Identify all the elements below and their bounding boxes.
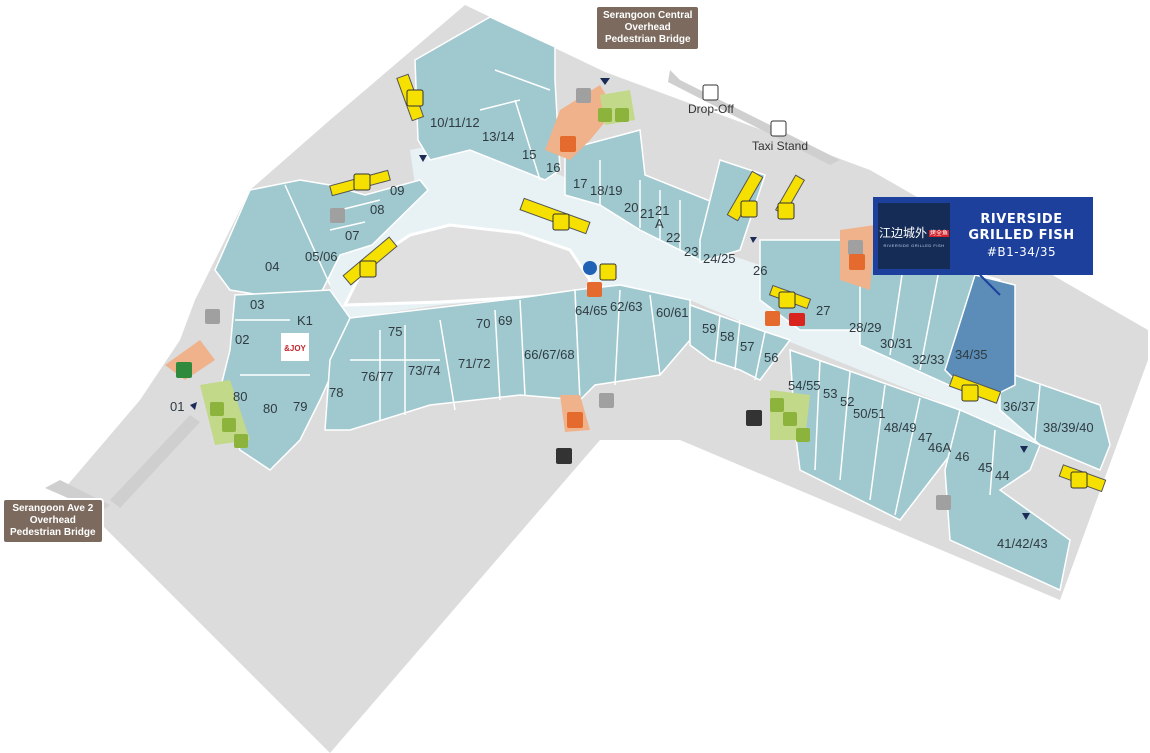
unit-label: 02 [235,332,249,347]
logo-badge: 烤全鱼 [929,230,950,237]
taxi-icon [770,120,787,137]
store-name-line1: RIVERSIDE [980,212,1063,227]
store-unit-number: #B1-34/35 [986,245,1057,259]
unit-label: 46 [955,449,969,464]
unit-label: 17 [573,176,587,191]
drop-off-label: Drop-Off [688,102,734,116]
unit-label: 27 [816,303,830,318]
callout-line: Overhead [624,22,671,33]
unit-label: 66/67/68 [524,347,575,362]
callout-line: Pedestrian Bridge [10,527,96,538]
unit-label: 64/65 [575,303,608,318]
unit-label: 60/61 [656,305,689,320]
unit-label: 54/55 [788,378,821,393]
escalator-icons [353,89,1088,489]
unit-label: 56 [764,350,778,365]
unit-label: 23 [684,244,698,259]
atm-icons [583,261,805,326]
unit-label: 62/63 [610,299,643,314]
unit-label: 47 [918,430,932,445]
unit-label: 18/19 [590,183,623,198]
unit-label: 10/11/12 [430,115,480,130]
unit-label: 59 [702,321,716,336]
unit-label: 79 [293,399,307,414]
serangoon-ave2-bridge-callout: Serangoon Ave 2 Overhead Pedestrian Brid… [4,500,102,542]
unit-label: 45 [978,460,992,475]
drop-off-icon [702,84,719,101]
taxi-stand-label: Taxi Stand [752,139,809,153]
unit-label: 05/06 [305,249,338,264]
callout-pointer [979,274,1001,296]
logo-chinese-name: 江边城外烤全鱼 [878,224,950,241]
unit-label: 52 [840,394,854,409]
unit-label: 41/42/43 [997,536,1048,551]
unit-label: 26 [753,263,767,278]
unit-label: 22 [666,230,680,245]
unit-label: 32/33 [912,352,945,367]
unit-label: 58 [720,329,734,344]
unit-label: 70 [476,316,490,331]
logo-english-name: RIVERSIDE GRILLED FISH [883,243,945,248]
unit-label: 38/39/40 [1043,420,1094,435]
entrance-arrows [190,78,1030,520]
unit-label: 04 [265,259,279,274]
exit-icon [176,362,192,378]
unit-label: 28/29 [849,320,882,335]
unit-label: 53 [823,386,837,401]
unit-label: 24/25 [703,251,736,266]
callout-line: Pedestrian Bridge [604,34,691,45]
serangoon-central-bridge-callout: Serangoon Central Overhead Pedestrian Br… [597,7,699,49]
main-corridor [320,140,1040,445]
unit-label: 30/31 [880,336,913,351]
unit-label: 71/72 [458,356,491,371]
unit-label: 16 [546,160,560,175]
unit-label: 07 [345,228,359,243]
unit-label: 80 [263,401,277,416]
carpark-lift-icons [556,410,762,464]
logo-cn-text: 江边城外 [878,226,927,240]
toilet-icons [210,108,810,448]
store-highlight-text: RIVERSIDE GRILLED FISH #B1-34/35 [950,212,1093,260]
unit-label: 46A [928,440,951,455]
store-highlight-panel[interactable]: 江边城外烤全鱼 RIVERSIDE GRILLED FISH RIVERSIDE… [873,197,1093,275]
unit-label: 50/51 [853,406,886,421]
unit-label: 73/74 [408,363,441,378]
unit-label: 20 [624,200,638,215]
unit-label: 03 [250,297,264,312]
unit-label: 69 [498,313,512,328]
unit-label: 09 [390,183,404,198]
unit-label: 78 [329,385,343,400]
callout-line: Overhead [29,515,76,526]
unit-label: 75 [388,324,402,339]
unit-label: 80 [233,389,247,404]
callout-line: Serangoon Ave 2 [12,503,94,514]
unit-label: A [655,216,664,231]
callout-line: Serangoon Central [603,10,693,21]
unit-label: 76/77 [361,369,394,384]
shop-blocks [214,16,1111,592]
unit-label: 01 [170,399,184,414]
store-name-line2: GRILLED FISH [968,228,1075,243]
unit-labels: 01 02 03 04 05/06 07 08 09 10/11/12 13/1… [170,115,1094,551]
unit-label: 48/49 [884,420,917,435]
lift-icons [560,136,865,428]
unit-label: 34/35 [955,347,988,362]
unit-label: 13/14 [482,129,515,144]
unit-label: 08 [370,202,384,217]
unit-label: 15 [522,147,536,162]
unit-label: 21 [655,203,669,218]
unit-label: 21 [640,206,654,221]
unit-label: 57 [740,339,754,354]
stair-icons [205,88,951,510]
unit-label: K1 [297,313,313,328]
k1-logo-tile [281,333,309,361]
k1-tenant-logo: &JOY [284,344,306,353]
unit-label: 44 [995,468,1009,483]
unit-label: 36/37 [1003,399,1036,414]
riverside-logo: 江边城外烤全鱼 RIVERSIDE GRILLED FISH [878,203,950,269]
